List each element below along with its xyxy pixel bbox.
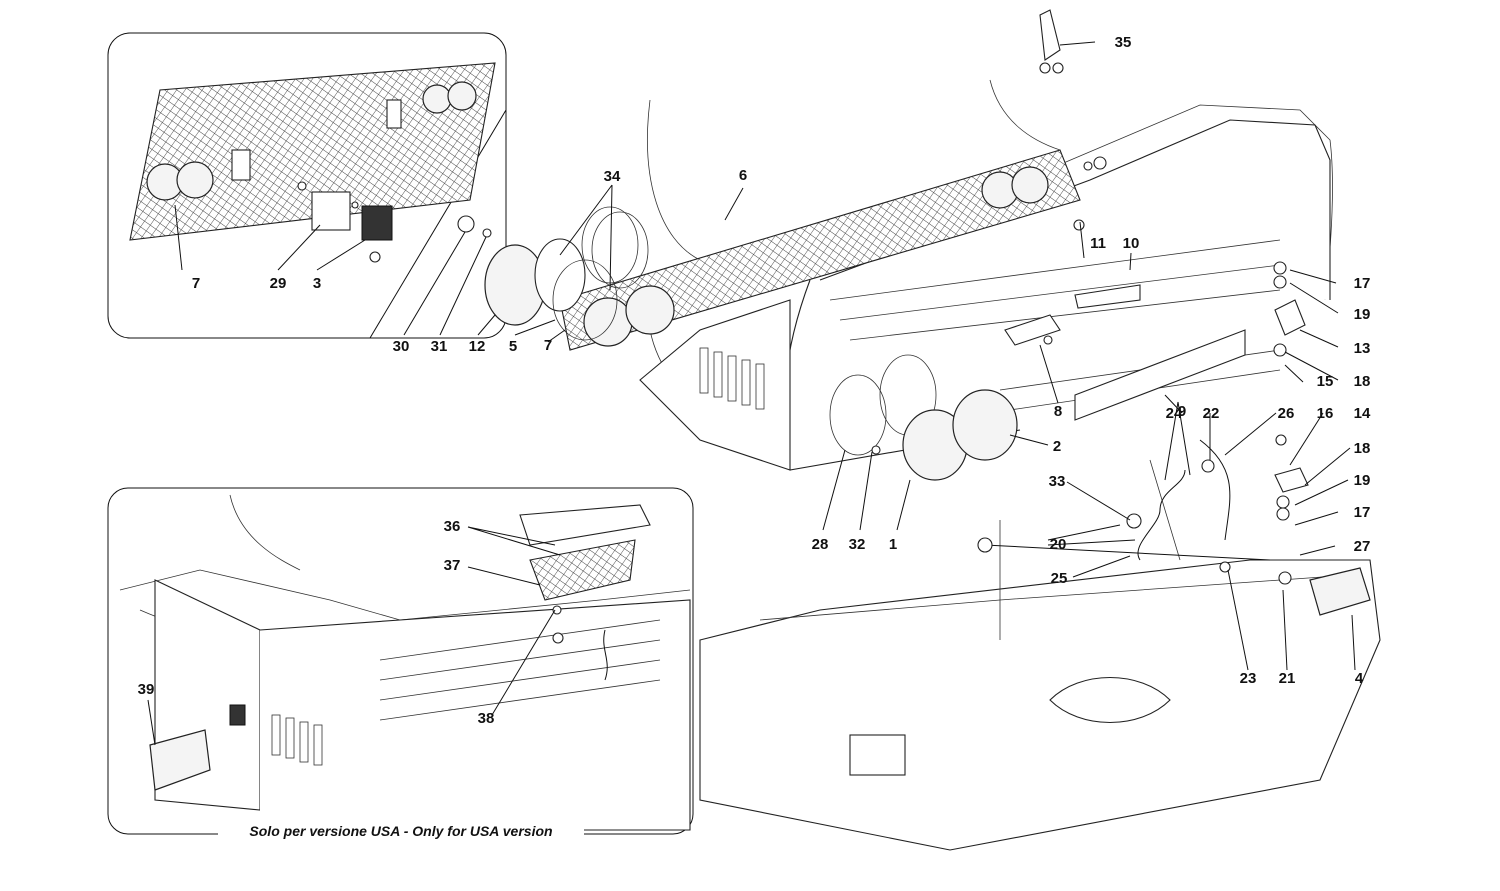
callout-23: 23 [1240, 670, 1257, 687]
callout-30: 30 [393, 338, 410, 355]
callout-7: 7 [192, 275, 200, 292]
inset-usa-version [107, 487, 694, 835]
license-plate [1074, 329, 1246, 421]
callout-18: 18 [1354, 373, 1371, 390]
callout-31: 31 [431, 338, 448, 355]
callout-7-main: 7 [544, 337, 552, 354]
callout-9: 9 [1178, 403, 1186, 420]
callout-33: 33 [1049, 473, 1066, 490]
callout-35: 35 [1115, 34, 1132, 51]
inset-switch [361, 205, 393, 241]
callout-14: 14 [1354, 405, 1371, 422]
callout-5: 5 [509, 338, 517, 355]
callout-28: 28 [812, 536, 829, 553]
callout-10: 10 [1123, 235, 1140, 252]
inset-rear-panel-detail [107, 32, 507, 339]
callout-21: 21 [1279, 670, 1296, 687]
callout-25: 25 [1051, 570, 1068, 587]
vent-slats [699, 347, 765, 410]
callout-36: 36 [444, 518, 461, 535]
callout-2: 2 [1053, 438, 1061, 455]
callout-11: 11 [1090, 235, 1106, 252]
callout-39: 39 [138, 681, 155, 698]
callout-17-lower: 17 [1354, 504, 1371, 521]
callout-24: 24 [1166, 405, 1183, 422]
rear-lamp-assembly [829, 354, 1018, 481]
callout-6: 6 [739, 167, 747, 184]
callout-38: 38 [478, 710, 495, 727]
hinge-brackets [1039, 9, 1309, 493]
usa-version-caption: Solo per versione USA - Only for USA ver… [249, 823, 552, 839]
callout-18-lower: 18 [1354, 440, 1371, 457]
fasteners [457, 62, 1292, 585]
callout-16: 16 [1317, 405, 1334, 422]
callout-17: 17 [1354, 275, 1371, 292]
callout-13: 13 [1354, 340, 1371, 357]
wiring-harness [977, 439, 1271, 561]
inset-mesh-panel [129, 62, 496, 241]
callout-26: 26 [1278, 405, 1295, 422]
callout-20: 20 [1050, 536, 1067, 553]
side-marker-lamp [149, 729, 211, 791]
callout-12: 12 [469, 338, 486, 355]
callout-3: 3 [313, 275, 321, 292]
callout-4: 4 [1355, 670, 1364, 687]
inset-switch-housing [311, 191, 351, 231]
license-plate-light [1004, 284, 1141, 346]
tail-lamp-rings [484, 206, 649, 341]
callout-22: 22 [1203, 405, 1220, 422]
callout-19: 19 [1354, 306, 1371, 323]
callout-19-lower: 19 [1354, 472, 1371, 489]
callout-15: 15 [1317, 373, 1334, 390]
callout-34: 34 [604, 168, 621, 185]
caption-backing [218, 822, 584, 842]
callout-1: 1 [889, 536, 897, 553]
rear-mesh-panel [559, 149, 1081, 351]
callout-37: 37 [444, 557, 461, 574]
callout-8: 8 [1054, 403, 1062, 420]
callout-27: 27 [1354, 538, 1371, 555]
rear-fog-lamp [1309, 567, 1371, 616]
callout-labels: 1 2 3 4 5 6 7 7 8 9 10 11 12 13 14 15 16… [138, 34, 1371, 727]
callout-32: 32 [849, 536, 866, 553]
third-brake-light [519, 504, 651, 546]
leader-lines [147, 41, 1356, 746]
callout-29: 29 [270, 275, 287, 292]
